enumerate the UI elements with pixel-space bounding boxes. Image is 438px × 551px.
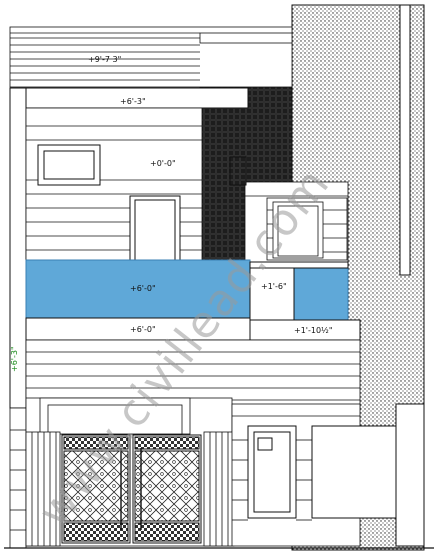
upper-window xyxy=(37,144,101,186)
gate-right-post xyxy=(203,431,235,547)
lower-left-wall xyxy=(9,407,27,549)
level-balcony-slab: +6'-0" xyxy=(130,325,156,334)
side-glass-railing xyxy=(293,267,349,321)
ground-right-wall xyxy=(395,403,425,547)
front-glass-railing xyxy=(25,259,251,319)
gate-left-post xyxy=(25,431,61,547)
level-parapet-top: +9'-7 3" xyxy=(88,55,121,64)
right-upper-bay xyxy=(244,181,349,263)
level-window-sill: +0'-0" xyxy=(150,159,176,168)
side-railing-frame xyxy=(249,261,349,321)
balcony-door xyxy=(129,195,181,261)
ground-window-left xyxy=(247,425,297,519)
level-roof-slab: +6'-3" xyxy=(120,97,146,106)
level-side-glass: +1'-6" xyxy=(261,282,287,291)
parapet-siding xyxy=(9,26,293,88)
level-front-glass: +6'-0" xyxy=(130,284,156,293)
chimney-box xyxy=(229,156,247,186)
gate-leaf-right xyxy=(132,434,202,544)
gate-leaf-left xyxy=(61,434,131,544)
ground-window-right xyxy=(311,425,397,519)
level-side-balcony: +1'-10½" xyxy=(294,326,333,335)
level-ground-left: +6'-3" xyxy=(10,346,19,372)
